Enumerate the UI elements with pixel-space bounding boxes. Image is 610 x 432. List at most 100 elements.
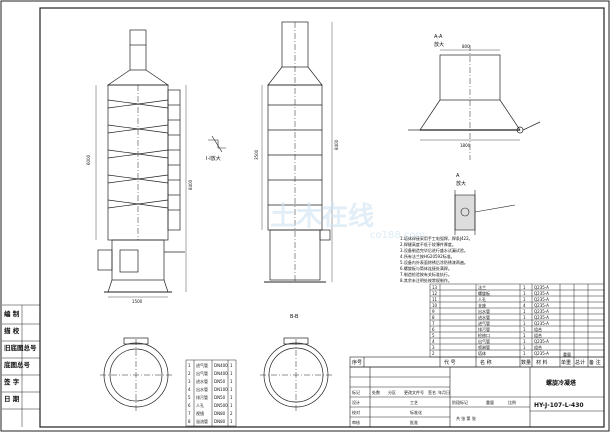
bom-cell: 12 bbox=[432, 291, 438, 296]
note-line: 6.螺旋板与筒体连接处满焊。 bbox=[400, 265, 452, 271]
left-table-cell: 1 bbox=[188, 363, 191, 368]
left-table-cell: 视镜 bbox=[196, 410, 204, 416]
inner-frame bbox=[39, 7, 605, 428]
bom-cell: 1 bbox=[523, 327, 526, 332]
bom-cell: 5 bbox=[432, 333, 435, 338]
section-label: B-B bbox=[290, 314, 299, 320]
bom-cell: 13 bbox=[432, 285, 438, 290]
bom-header-cell: 代 号 bbox=[444, 359, 456, 366]
note-line: 4.所有法兰按HG20592标准。 bbox=[400, 253, 455, 259]
left-table-cell: 进气管 bbox=[196, 362, 208, 368]
bom-cell: 11 bbox=[432, 297, 438, 302]
left-table-cell: 1 bbox=[230, 403, 233, 408]
left-table-cell: 出水管 bbox=[196, 386, 208, 392]
bom-cell: 支座 bbox=[478, 302, 486, 308]
section-aa-view bbox=[408, 45, 541, 160]
tower-side-view bbox=[261, 21, 333, 283]
bom-cell: 3 bbox=[432, 345, 435, 350]
left-table-cell: 出气管 bbox=[196, 370, 208, 376]
left-table-cell: DN100 bbox=[214, 387, 228, 392]
left-table-cell: 1 bbox=[230, 395, 233, 400]
watermark-sub: co188.com bbox=[370, 230, 425, 241]
bom-cell: 1 bbox=[523, 297, 526, 302]
bom-cell: Q235-A bbox=[534, 297, 549, 302]
left-parts-table bbox=[185, 359, 237, 427]
detail-label: 放大 bbox=[456, 180, 466, 187]
bom-cell: 进水管 bbox=[478, 314, 490, 320]
bom-cell: 螺旋板 bbox=[478, 290, 490, 296]
dimension-label: 1800 bbox=[460, 143, 471, 148]
bom-cell: 组合 bbox=[534, 332, 542, 338]
title-block-row: 分区 bbox=[388, 389, 396, 395]
drawing-number: HY-J-107-L-430 bbox=[534, 402, 584, 409]
note-line: 3.设备制造完毕后进行盛水试漏试验。 bbox=[400, 247, 468, 253]
watermark-text: 土木在线 bbox=[270, 202, 374, 232]
left-table-cell: 人孔 bbox=[196, 402, 204, 408]
side-label: 签 字 bbox=[3, 377, 20, 386]
bom-cell: 1 bbox=[523, 285, 526, 290]
title-block-row: 更改文件号 bbox=[404, 389, 424, 395]
detail-a-view bbox=[454, 190, 516, 235]
bom-header-cell: 备 注 bbox=[589, 359, 601, 366]
left-table-cell: 1 bbox=[230, 419, 233, 424]
left-table-cell: 3 bbox=[188, 379, 191, 384]
bom-cell: 塔体 bbox=[478, 350, 486, 356]
detail-i-view bbox=[208, 135, 226, 153]
left-table-cell: 排污管 bbox=[196, 394, 208, 400]
bom-cell: 1 bbox=[523, 315, 526, 320]
tower-front-view bbox=[95, 29, 187, 298]
left-table-cell: 5 bbox=[188, 395, 191, 400]
detail-label: I-I放大 bbox=[206, 155, 221, 162]
bom-cell: 1 bbox=[523, 345, 526, 350]
title-block-role: 设计 bbox=[352, 399, 360, 405]
left-table-cell: 8 bbox=[188, 419, 191, 424]
note-line: 5.设备内外表面除锈后涂防锈漆两遍。 bbox=[400, 259, 468, 265]
left-table-cell: DN400 bbox=[214, 363, 228, 368]
side-label: 描 校 bbox=[4, 326, 20, 335]
left-table-cell: 1 bbox=[230, 371, 233, 376]
section-bottom-left bbox=[100, 337, 172, 411]
title-block-role: 标准化 bbox=[410, 409, 422, 415]
note-line: 2.焊缝高度不低于较薄件厚度。 bbox=[400, 241, 456, 247]
title-block-scale: 比例 bbox=[508, 399, 516, 405]
bom-cell: 1 bbox=[523, 351, 526, 356]
section-label: A-A bbox=[434, 34, 443, 40]
bom-cell: 排污管 bbox=[478, 326, 490, 332]
dimension-label: 3500 bbox=[254, 149, 259, 160]
bom-cell: 1 bbox=[523, 333, 526, 338]
bom-cell: Q235-A bbox=[534, 291, 549, 296]
left-table-cell: 1 bbox=[230, 379, 233, 384]
bom-table bbox=[429, 283, 605, 358]
bom-cell: Q235-A bbox=[534, 309, 549, 314]
bom-cell: 1 bbox=[523, 291, 526, 296]
left-parts-rows: 1 进气管 DN400 1 2 出气管 DN400 1 3 进水管 DN50 1… bbox=[188, 362, 233, 424]
note-line: 7.制造检验按有关标准执行。 bbox=[400, 271, 452, 277]
bom-cell: 9 bbox=[432, 309, 435, 314]
bom-cell: 进气管 bbox=[478, 320, 490, 326]
dimension-label: 1500 bbox=[132, 299, 143, 304]
left-table-cell: 1 bbox=[230, 363, 233, 368]
bom-header-cell: 序号 bbox=[352, 359, 362, 366]
bom-cell: 7 bbox=[432, 321, 435, 326]
note-line: 8.其余未注明处按常规制作。 bbox=[400, 277, 452, 283]
bom-cell: 4 bbox=[432, 339, 435, 344]
title-block-role: 批准 bbox=[410, 419, 418, 425]
title-block-row: 处数 bbox=[372, 389, 380, 395]
left-table-cell: 2 bbox=[230, 411, 233, 416]
left-table-cell: DN400 bbox=[214, 371, 228, 376]
note-line: 1.塔体焊接采用手工电弧焊，焊条J422。 bbox=[400, 235, 473, 241]
dimension-label: 6000 bbox=[86, 154, 91, 165]
left-table-cell: DN80 bbox=[214, 411, 226, 416]
bom-header-cell: 名 称 bbox=[480, 359, 492, 366]
bom-cell: 法兰 bbox=[478, 284, 486, 290]
section-bb-view bbox=[260, 337, 332, 411]
left-table-cell: 6 bbox=[188, 403, 191, 408]
dimension-label: 800 bbox=[462, 44, 470, 49]
bom-cell: 出气管 bbox=[478, 338, 490, 344]
left-table-cell: 溢流管 bbox=[196, 418, 208, 424]
side-label: 底图总号 bbox=[4, 360, 31, 369]
title-block-row: 标记 bbox=[352, 389, 360, 395]
bom-cell: 检修口 bbox=[478, 332, 490, 338]
